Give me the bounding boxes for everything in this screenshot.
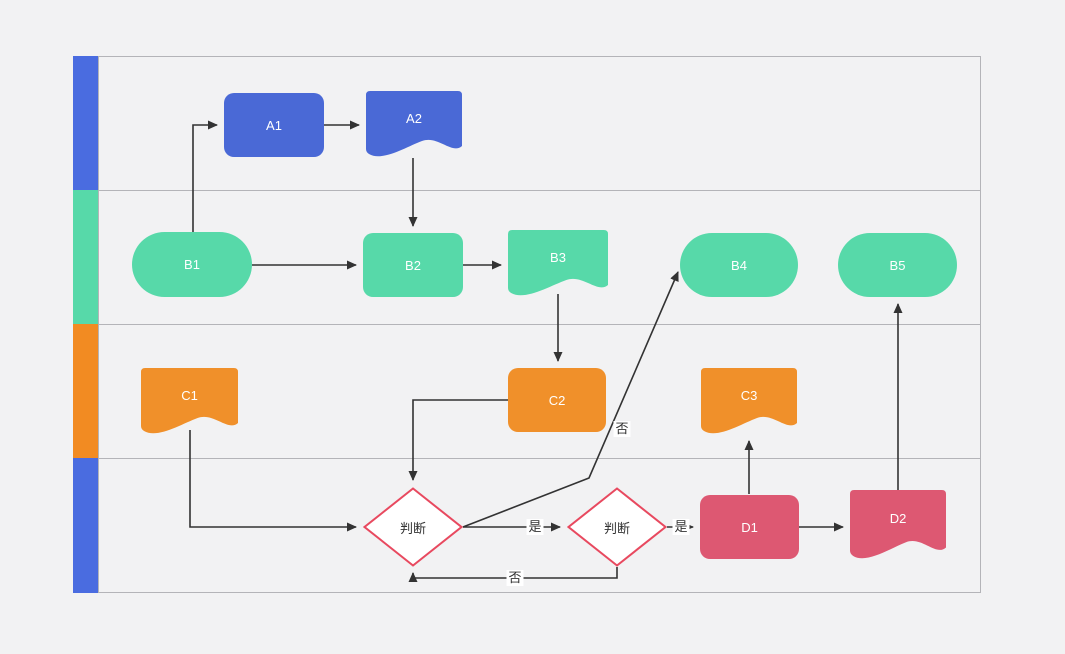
edge-label-yes-1: 是: [526, 519, 544, 535]
node-b4-label: B4: [731, 257, 747, 273]
node-a2-label: A2: [406, 110, 422, 126]
node-decision-1[interactable]: 判断: [363, 487, 463, 567]
node-c1-label: C1: [181, 387, 198, 403]
document-shape-icon: [141, 368, 238, 434]
edge-label-no-1: 否: [613, 421, 631, 437]
lane-bar-4[interactable]: [73, 458, 98, 593]
node-c1[interactable]: C1: [141, 368, 238, 435]
node-decision-2[interactable]: 判断: [567, 487, 667, 567]
node-b3[interactable]: B3: [508, 230, 608, 297]
diamond-shape-icon: [567, 487, 667, 567]
lane-bar-1[interactable]: [73, 56, 98, 190]
node-b2-label: B2: [405, 257, 421, 273]
node-b3-label: B3: [550, 249, 566, 265]
node-b5[interactable]: B5: [838, 233, 957, 297]
node-c2-label: C2: [548, 392, 566, 408]
node-b5-label: B5: [889, 257, 906, 273]
lane-bar-2[interactable]: [73, 190, 98, 324]
edge-label-yes-2: 是: [672, 519, 690, 535]
node-a1-label: A1: [266, 117, 282, 133]
node-c3[interactable]: C3: [701, 368, 797, 435]
node-d1[interactable]: D1: [700, 495, 799, 559]
node-d1-label: D1: [741, 519, 758, 535]
node-decision-1-label: 判断: [399, 520, 426, 536]
edge-label-no-2: 否: [506, 570, 524, 586]
node-d2-label: D2: [889, 510, 907, 526]
node-a2[interactable]: A2: [366, 91, 462, 158]
node-decision-2-label: 判断: [603, 520, 630, 536]
node-b2[interactable]: B2: [363, 233, 463, 297]
node-c3-label: C3: [740, 387, 758, 403]
document-shape-icon: [850, 490, 946, 559]
node-d2[interactable]: D2: [850, 490, 946, 560]
node-b1[interactable]: B1: [132, 232, 252, 297]
node-a1[interactable]: A1: [224, 93, 324, 157]
document-shape-icon: [508, 230, 608, 296]
document-shape-icon: [701, 368, 797, 434]
document-shape-icon: [366, 91, 462, 157]
node-b1-label: B1: [184, 257, 200, 272]
lane-bar-3[interactable]: [73, 324, 98, 458]
node-b4[interactable]: B4: [680, 233, 798, 297]
node-c2[interactable]: C2: [508, 368, 606, 432]
diamond-shape-icon: [363, 487, 463, 567]
